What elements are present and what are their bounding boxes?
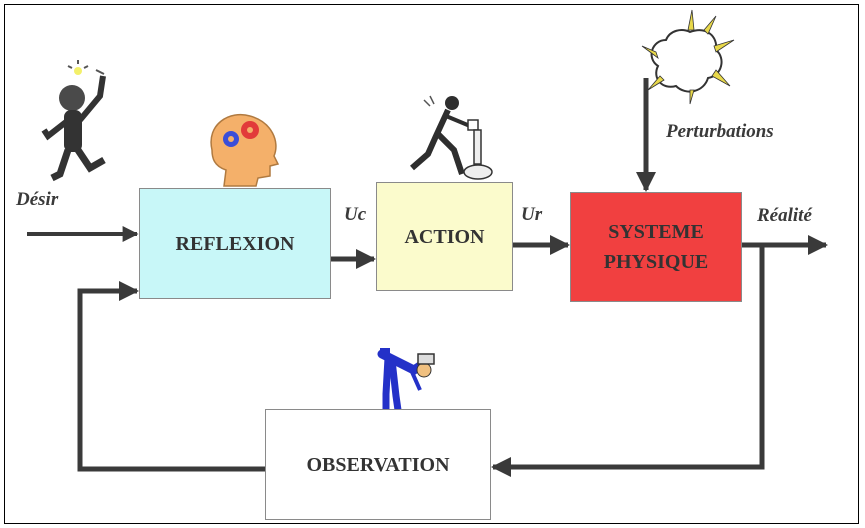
uc-label: Uc	[344, 204, 367, 225]
reflexion-block: REFLEXION	[139, 188, 331, 299]
feedback-to-reflexion-arrow	[77, 281, 265, 472]
diagram-frame	[4, 4, 859, 524]
action-block: ACTION	[376, 182, 513, 291]
person-pushing-lever-icon	[410, 95, 493, 180]
feedback-to-observation-arrow	[491, 245, 765, 477]
observation-block: OBSERVATION	[265, 409, 491, 520]
person-binoculars-icon	[377, 348, 435, 411]
sunburst-explosion-icon	[641, 9, 735, 105]
realite-label: Réalité	[757, 205, 812, 226]
perturbations-label: Perturbations	[666, 121, 774, 142]
person-lightbulb-icon	[41, 60, 106, 182]
ur-label: Ur	[521, 204, 543, 225]
systeme-physique-block: SYSTEME PHYSIQUE	[570, 192, 742, 302]
desir-label: Désir	[16, 189, 59, 210]
head-gears-icon	[210, 113, 280, 187]
